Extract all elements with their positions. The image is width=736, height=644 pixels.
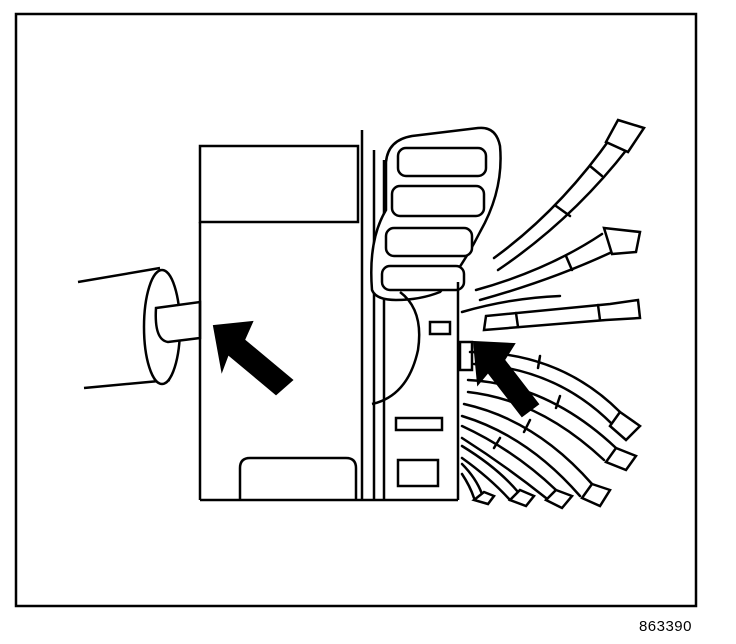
diagram-border [14,12,698,608]
switch-housing [198,130,386,502]
upper-wires [460,118,646,332]
lower-wires [460,350,642,510]
shaft-cylinder [77,266,202,390]
figure-code: 863390 [638,618,692,635]
connector-body [371,282,474,502]
connector-tab [370,126,502,302]
arrow-right-pointer [472,340,540,418]
arrow-left-pointer [212,320,294,396]
